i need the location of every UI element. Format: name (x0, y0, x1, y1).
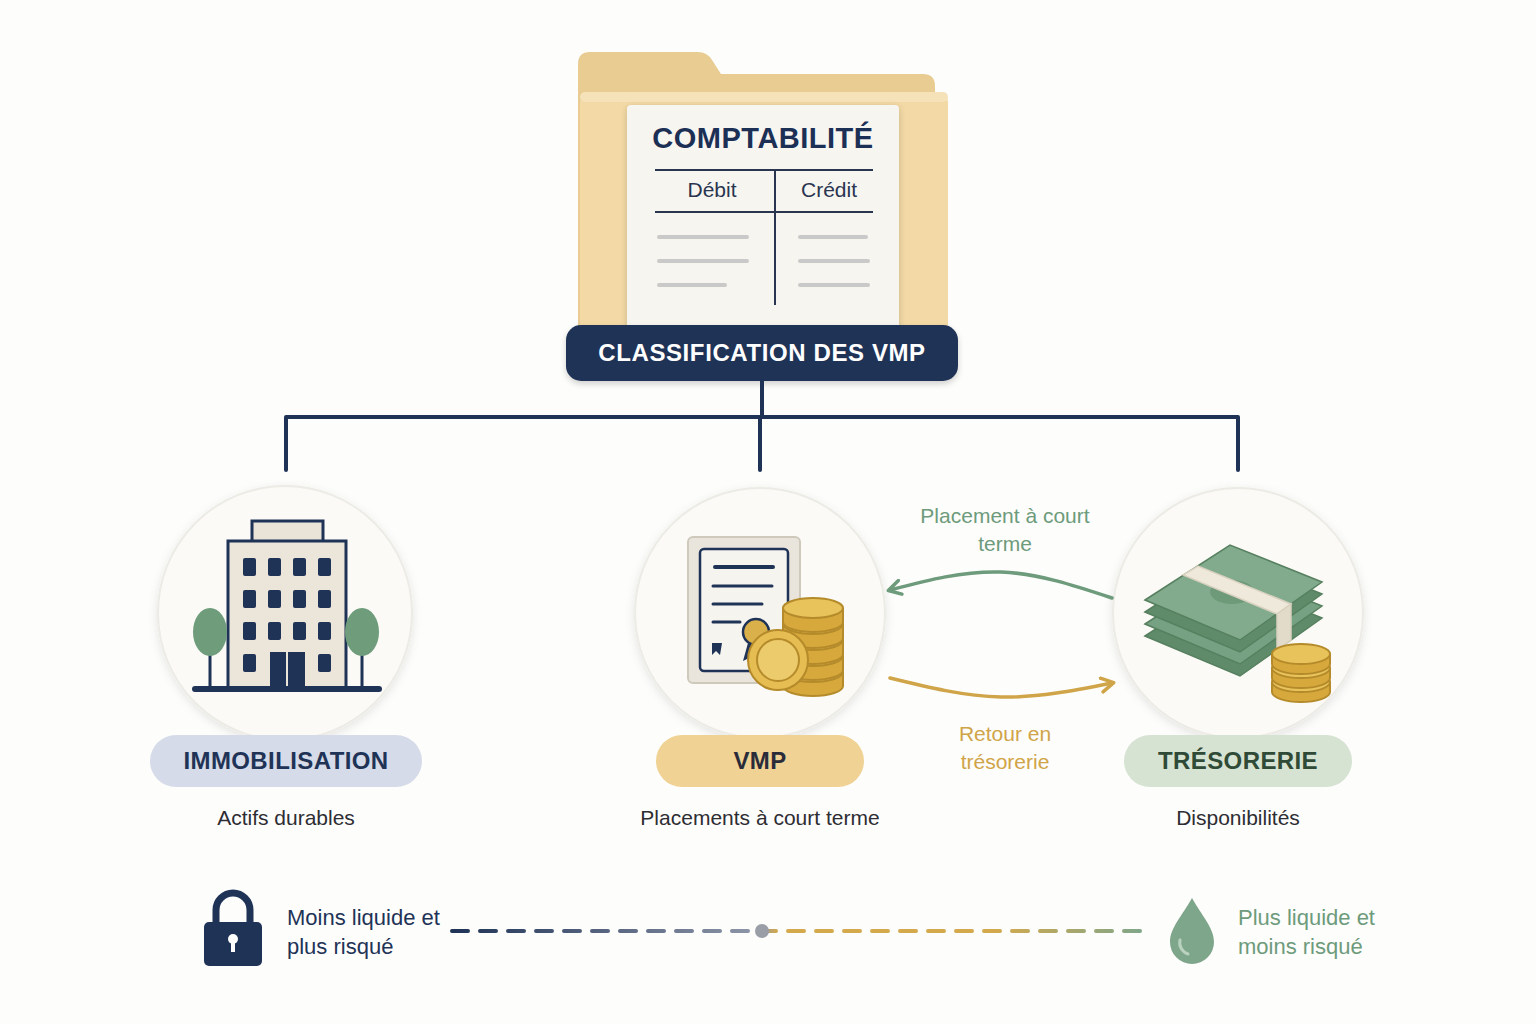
ledger-lines-part (774, 170, 776, 305)
liquidity-scale (204, 893, 1214, 966)
category-pill: VMP (656, 735, 864, 787)
building-icon-part-part (318, 590, 331, 608)
category-circles-part (1113, 488, 1363, 738)
building-icon-part-part (293, 558, 306, 576)
ledger-lines (655, 170, 873, 305)
category-node: TRÉSORERIE Disponibilités (1112, 470, 1364, 840)
flow-arrow (890, 572, 1112, 598)
arrow-label: Retour en trésorerie (930, 720, 1080, 776)
sheet-title: COMPTABILITÉ (627, 122, 899, 155)
category-caption: Disponibilités (1176, 806, 1300, 830)
ledger-lines-part-part (800, 283, 868, 287)
building-icon-part (193, 608, 227, 656)
tree-connector (762, 381, 1238, 470)
legend-text: Moins liquide et plus risqué (287, 903, 447, 961)
certificate-icon-part-part (757, 639, 799, 681)
cash-icon-part (1145, 545, 1322, 640)
building-icon-part-part (268, 590, 281, 608)
cash-icon (1145, 545, 1330, 702)
tree-connector (760, 381, 762, 470)
category-caption: Placements à court terme (640, 806, 879, 830)
certificate-icon (688, 537, 843, 696)
building-icon-part (345, 608, 379, 656)
building-icon-part-part (318, 558, 331, 576)
legend-entry: Plus liquide et moins risqué (1238, 903, 1413, 961)
category-circles (158, 486, 1363, 740)
category-pill: TRÉSORERIE (1124, 735, 1352, 787)
liquidity-scale-part (1170, 898, 1214, 964)
certificate-icon-part (713, 621, 740, 624)
ledger-lines-part-part (659, 235, 747, 239)
category-node: IMMOBILISATION Actifs durables (150, 470, 422, 840)
building-icon-part-part (243, 622, 256, 640)
building-icon-part-part (293, 622, 306, 640)
building-icon-part (195, 686, 379, 692)
building-icon-part-part (243, 558, 256, 576)
certificate-icon-part (715, 565, 773, 569)
category-circles-part (635, 488, 885, 738)
table-header: Crédit (779, 178, 879, 202)
building-icon-part-part (243, 590, 256, 608)
ledger-lines-part-part (659, 283, 725, 287)
building-icon-part-part (268, 622, 281, 640)
liquidity-scale-part (452, 929, 1145, 933)
building-icon-part-part (243, 654, 256, 672)
building-icon-part (243, 558, 331, 688)
liquidity-scale-part (216, 893, 250, 924)
liquidity-scale-part (755, 924, 769, 938)
liquidity-scale-part (1180, 940, 1188, 954)
building-icon-part (228, 541, 346, 688)
building-icon-part-part (293, 590, 306, 608)
building-icon-part-part (318, 622, 331, 640)
folder-icon (578, 52, 948, 334)
ledger-lines-part (659, 237, 868, 285)
category-circles-part (158, 486, 412, 740)
building-icon (193, 521, 379, 689)
ledger-lines-part (655, 169, 873, 171)
certificate-icon-part (712, 643, 722, 655)
building-icon-part-part (270, 652, 305, 688)
ledger-lines-part-part (800, 235, 866, 239)
ledger-sheet: COMPTABILITÉ (627, 105, 899, 330)
flow-arrow (890, 678, 1112, 697)
ledger-lines-part (655, 211, 873, 213)
certificate-icon-part-part (748, 630, 808, 690)
category-pill: IMMOBILISATION (150, 735, 422, 787)
cash-icon-part (1272, 644, 1330, 702)
tree-connector (286, 381, 762, 470)
liquidity-scale-part (204, 922, 262, 966)
building-icon-part-part (268, 558, 281, 576)
cash-icon-part-part (1272, 644, 1330, 664)
banner-title: CLASSIFICATION DES VMP (598, 339, 925, 367)
building-icon-part (286, 652, 288, 688)
classification-banner: CLASSIFICATION DES VMP (566, 325, 958, 381)
building-icon-part-part (318, 654, 331, 672)
folder-icon-part (580, 92, 948, 102)
certificate-icon-part-part (783, 598, 843, 618)
folder-icon-part (580, 92, 948, 334)
cash-icon-part (1183, 566, 1291, 614)
category-node: VMP Placements à court terme (630, 470, 890, 840)
certificate-icon-part (713, 603, 762, 606)
category-caption: Actifs durables (217, 806, 355, 830)
table-header: Débit (662, 178, 762, 202)
ledger-lines-part-part (800, 259, 868, 263)
cash-icon-part (1277, 604, 1291, 650)
ledger-lines-part-part (659, 259, 747, 263)
arrow-label: Placement à court terme (915, 502, 1095, 558)
legend-entry: Moins liquide et plus risqué (287, 903, 447, 961)
legend-text: Plus liquide et moins risqué (1238, 903, 1413, 961)
liquidity-scale-part (231, 940, 235, 952)
certificate-icon-part (748, 598, 843, 696)
certificate-icon-part (713, 585, 772, 588)
